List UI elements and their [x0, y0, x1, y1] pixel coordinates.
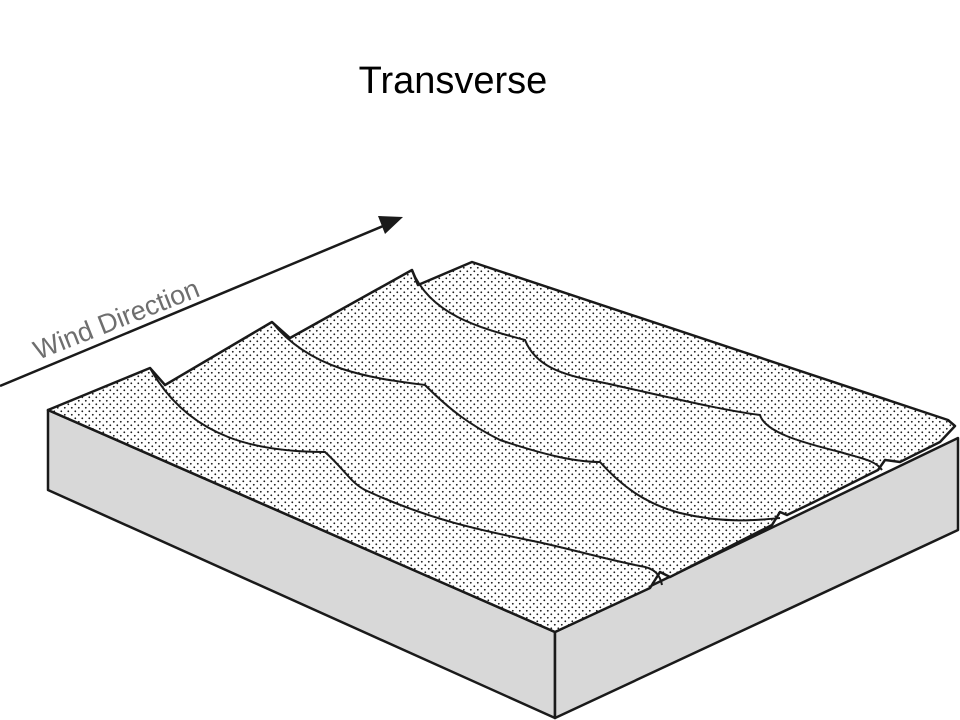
dune-crest-2: [271, 321, 781, 522]
sand-surface: [46, 260, 957, 634]
dune-crest-3: [411, 269, 883, 471]
block-right-face: [553, 436, 960, 720]
wind-direction-arrow: [0, 216, 403, 388]
wind-direction-label: Wind Direction: [29, 273, 203, 365]
diagram-title: Transverse: [358, 60, 548, 102]
dune-crest-1: [149, 367, 663, 586]
